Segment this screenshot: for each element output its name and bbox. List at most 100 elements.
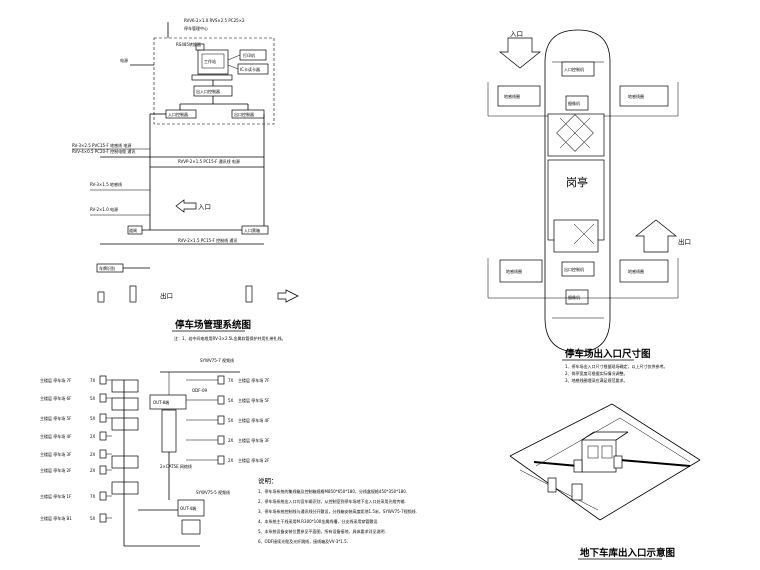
entry-controller-label: 入口控制器 — [168, 111, 188, 117]
ticket-dispenser-icon — [547, 477, 557, 493]
distribution-riser — [161, 409, 177, 453]
floor-row-label: 主楼层 停车场 5F — [40, 415, 72, 421]
workstation-label: 工作站 — [204, 58, 216, 64]
camera-icon — [99, 431, 107, 441]
wiring-note-3: 3、停车场系统控制线与通讯线分开敷设，分线箱安装高度距地1.5米，SYWV75-… — [258, 508, 417, 514]
right-row-qty: 2X — [228, 438, 234, 443]
right-row-label: 主楼层 停车场 3F — [238, 437, 270, 443]
booth-island-outline — [544, 29, 611, 353]
switch-a-label: OUT-8端 — [153, 399, 169, 405]
entrance-controller-label: 出入口控制器 — [196, 88, 220, 94]
camera-icon — [99, 393, 107, 403]
garage-perspective-drawing: 地下车库出入口示意图 — [509, 403, 701, 560]
camera-icon — [217, 415, 225, 425]
booth-bottom-block — [553, 219, 599, 253]
parking-system-diagram: RVV6-2×1.0 RVS×2.5 PC25×2 停车管理中心 工作站 RS4… — [72, 18, 299, 341]
loop-right-top-label: 地感线圈 — [628, 93, 644, 99]
right-row-label: 主楼层 停车场 5F — [238, 397, 270, 403]
bottom-device-label: 出口控制机 — [564, 266, 584, 272]
system-diagram-note: 注：1、若中间电缆用RV-3×2.5L金属软管保护并用扎带扎线。 — [174, 335, 286, 341]
floor-row-qty: 5X — [90, 516, 96, 521]
camera-icon — [99, 465, 107, 475]
wiring-notes-title: 说明： — [258, 476, 278, 485]
perspective-title: 地下车库出入口示意图 — [580, 547, 675, 559]
loop-left-bottom — [499, 259, 543, 283]
layout-note-2: 2、岗亭宽度可根据实际情况调整。 — [565, 370, 628, 376]
right-row-label: 主楼层 停车场 7F — [238, 377, 270, 383]
camera-icon — [99, 413, 107, 423]
layout-exit-label: 出口 — [678, 237, 691, 246]
floor-row-qty: 5X — [90, 416, 96, 421]
booth-top-block — [547, 113, 605, 157]
right-row-qty: 2X — [228, 458, 234, 463]
bottom-device-box — [561, 261, 595, 277]
rs485-label: RS485转换器 — [176, 41, 201, 47]
entrance-layout-diagram: 入口 出口 地感线圈 地感线圈 入口控制机 摄像机 岗亭 地感线圈 地感线圈 — [487, 29, 691, 383]
mgmt-center-label: 停车管理中心 — [184, 25, 208, 31]
loop-right-bottom-label: 地感线圈 — [628, 268, 644, 274]
cable-6-label: RVV-2×1.5 PC15-F 控制线 通讯 — [178, 237, 237, 243]
floor-row-label: 主楼层 停车场 3F — [40, 451, 72, 457]
right-row-qty: 5X — [228, 418, 234, 423]
layout-note-1: 1、停车场出入口尺寸根据现场确定，以上尺寸仅供参考。 — [565, 363, 668, 369]
card-reader-label: IC卡读卡器 — [240, 66, 260, 72]
cable-2-label: RVV-4×0.5 PC20-F 控制电缆 通讯 — [72, 148, 135, 154]
layout-entry-label: 入口 — [510, 30, 523, 38]
floor-row-qty: 2X — [90, 452, 96, 457]
exit-label: 出口 — [160, 291, 173, 300]
wiring-note-2: 2、停车场系统出入口均设车辆识别，从控制室到停车场地下出入口处采用光缆传输. — [258, 498, 406, 504]
camera-icon — [217, 395, 225, 405]
floor-row-label: 主楼层 停车场 B1 — [40, 515, 72, 521]
exit-post-right — [245, 285, 253, 303]
camera-icon — [99, 491, 107, 501]
booth-label: 岗亭 — [566, 175, 588, 189]
floor-row-label: 主楼层 停车场 1F — [40, 493, 72, 499]
right-row-label: 主楼层 停车场 2F — [238, 457, 270, 463]
power-label: 电源 — [120, 57, 128, 63]
entry-label: 入口 — [198, 203, 211, 211]
entry-machine-label: 入口票箱 — [244, 227, 260, 233]
lane-camera-label: 车牌识别 — [99, 265, 115, 271]
cable-1-label: RV-3×2.5 PVC15-F 地感线 电源 — [72, 142, 131, 148]
camera-icon — [99, 375, 107, 385]
loop-left-top-label: 地感线圈 — [504, 93, 520, 99]
cable-3-label: RVVP-2×1.5 PC15-F 通讯线 电源 — [178, 158, 240, 164]
layout-note-3: 3、地感线圈埋深应满足规范要求。 — [565, 377, 628, 383]
floor-row-qty: 5X — [90, 396, 96, 401]
wiring-note-1: 1、停车场系统的集线箱及控制箱规格M850*650*180，分线盒规格450*3… — [258, 488, 407, 494]
wiring-note-4: 4、本系统主干线采用M.R300*100金属线槽，分支线采用穿管敷设. — [258, 518, 379, 524]
right-row-label: 主楼层 停车场 4F — [238, 417, 270, 423]
cam-label-top: 摄像机 — [568, 100, 580, 106]
floor-row-label: 主楼层 停车场 6F — [40, 395, 72, 401]
gate-label: 道闸 — [129, 227, 137, 233]
camera-icon — [217, 375, 225, 385]
floor-row-label: 主楼层 停车场 7F — [40, 377, 72, 383]
top-device-label: 入口控制机 — [564, 66, 584, 72]
entry-down-arrow-icon — [499, 37, 541, 69]
right-row-qty: 5X — [228, 398, 234, 403]
printer-label: 打印机 — [243, 52, 255, 58]
loop-left-top — [497, 85, 541, 107]
floor-row-qty: 7X — [90, 494, 96, 499]
loop-right-top — [619, 85, 669, 107]
wiring-cable-mid: 2×CAT5E 网络线 — [160, 463, 192, 469]
right-row-qty: 7X — [228, 378, 234, 383]
camera-icon — [99, 449, 107, 459]
top-cable-label: RVV6-2×1.0 RVS×2.5 PC25×2 — [184, 18, 245, 23]
exit-up-arrow-icon — [635, 219, 677, 253]
loop-left-bottom-label: 地感线圈 — [506, 268, 522, 274]
camera-icon — [217, 435, 225, 445]
cable-5-label: RV-2×1.0 电源 — [90, 206, 118, 212]
floor-row-qty: 2X — [90, 468, 96, 473]
loop-right-bottom — [619, 259, 669, 283]
floor-row-label: 主楼层 停车场 4F — [40, 433, 72, 439]
distribution-frame-a — [149, 394, 187, 410]
floor-row-label: 主楼层 停车场 2F — [40, 467, 72, 473]
wiring-note-5: 5、本系统设备安装位置参见平面图，所有设备接地，具体要求详见说明. — [258, 528, 386, 534]
distribution-frame-b — [177, 499, 205, 517]
barrier-gate-right — [613, 455, 623, 469]
management-room-frame — [153, 37, 275, 125]
floor-row-qty: 2X — [90, 434, 96, 439]
